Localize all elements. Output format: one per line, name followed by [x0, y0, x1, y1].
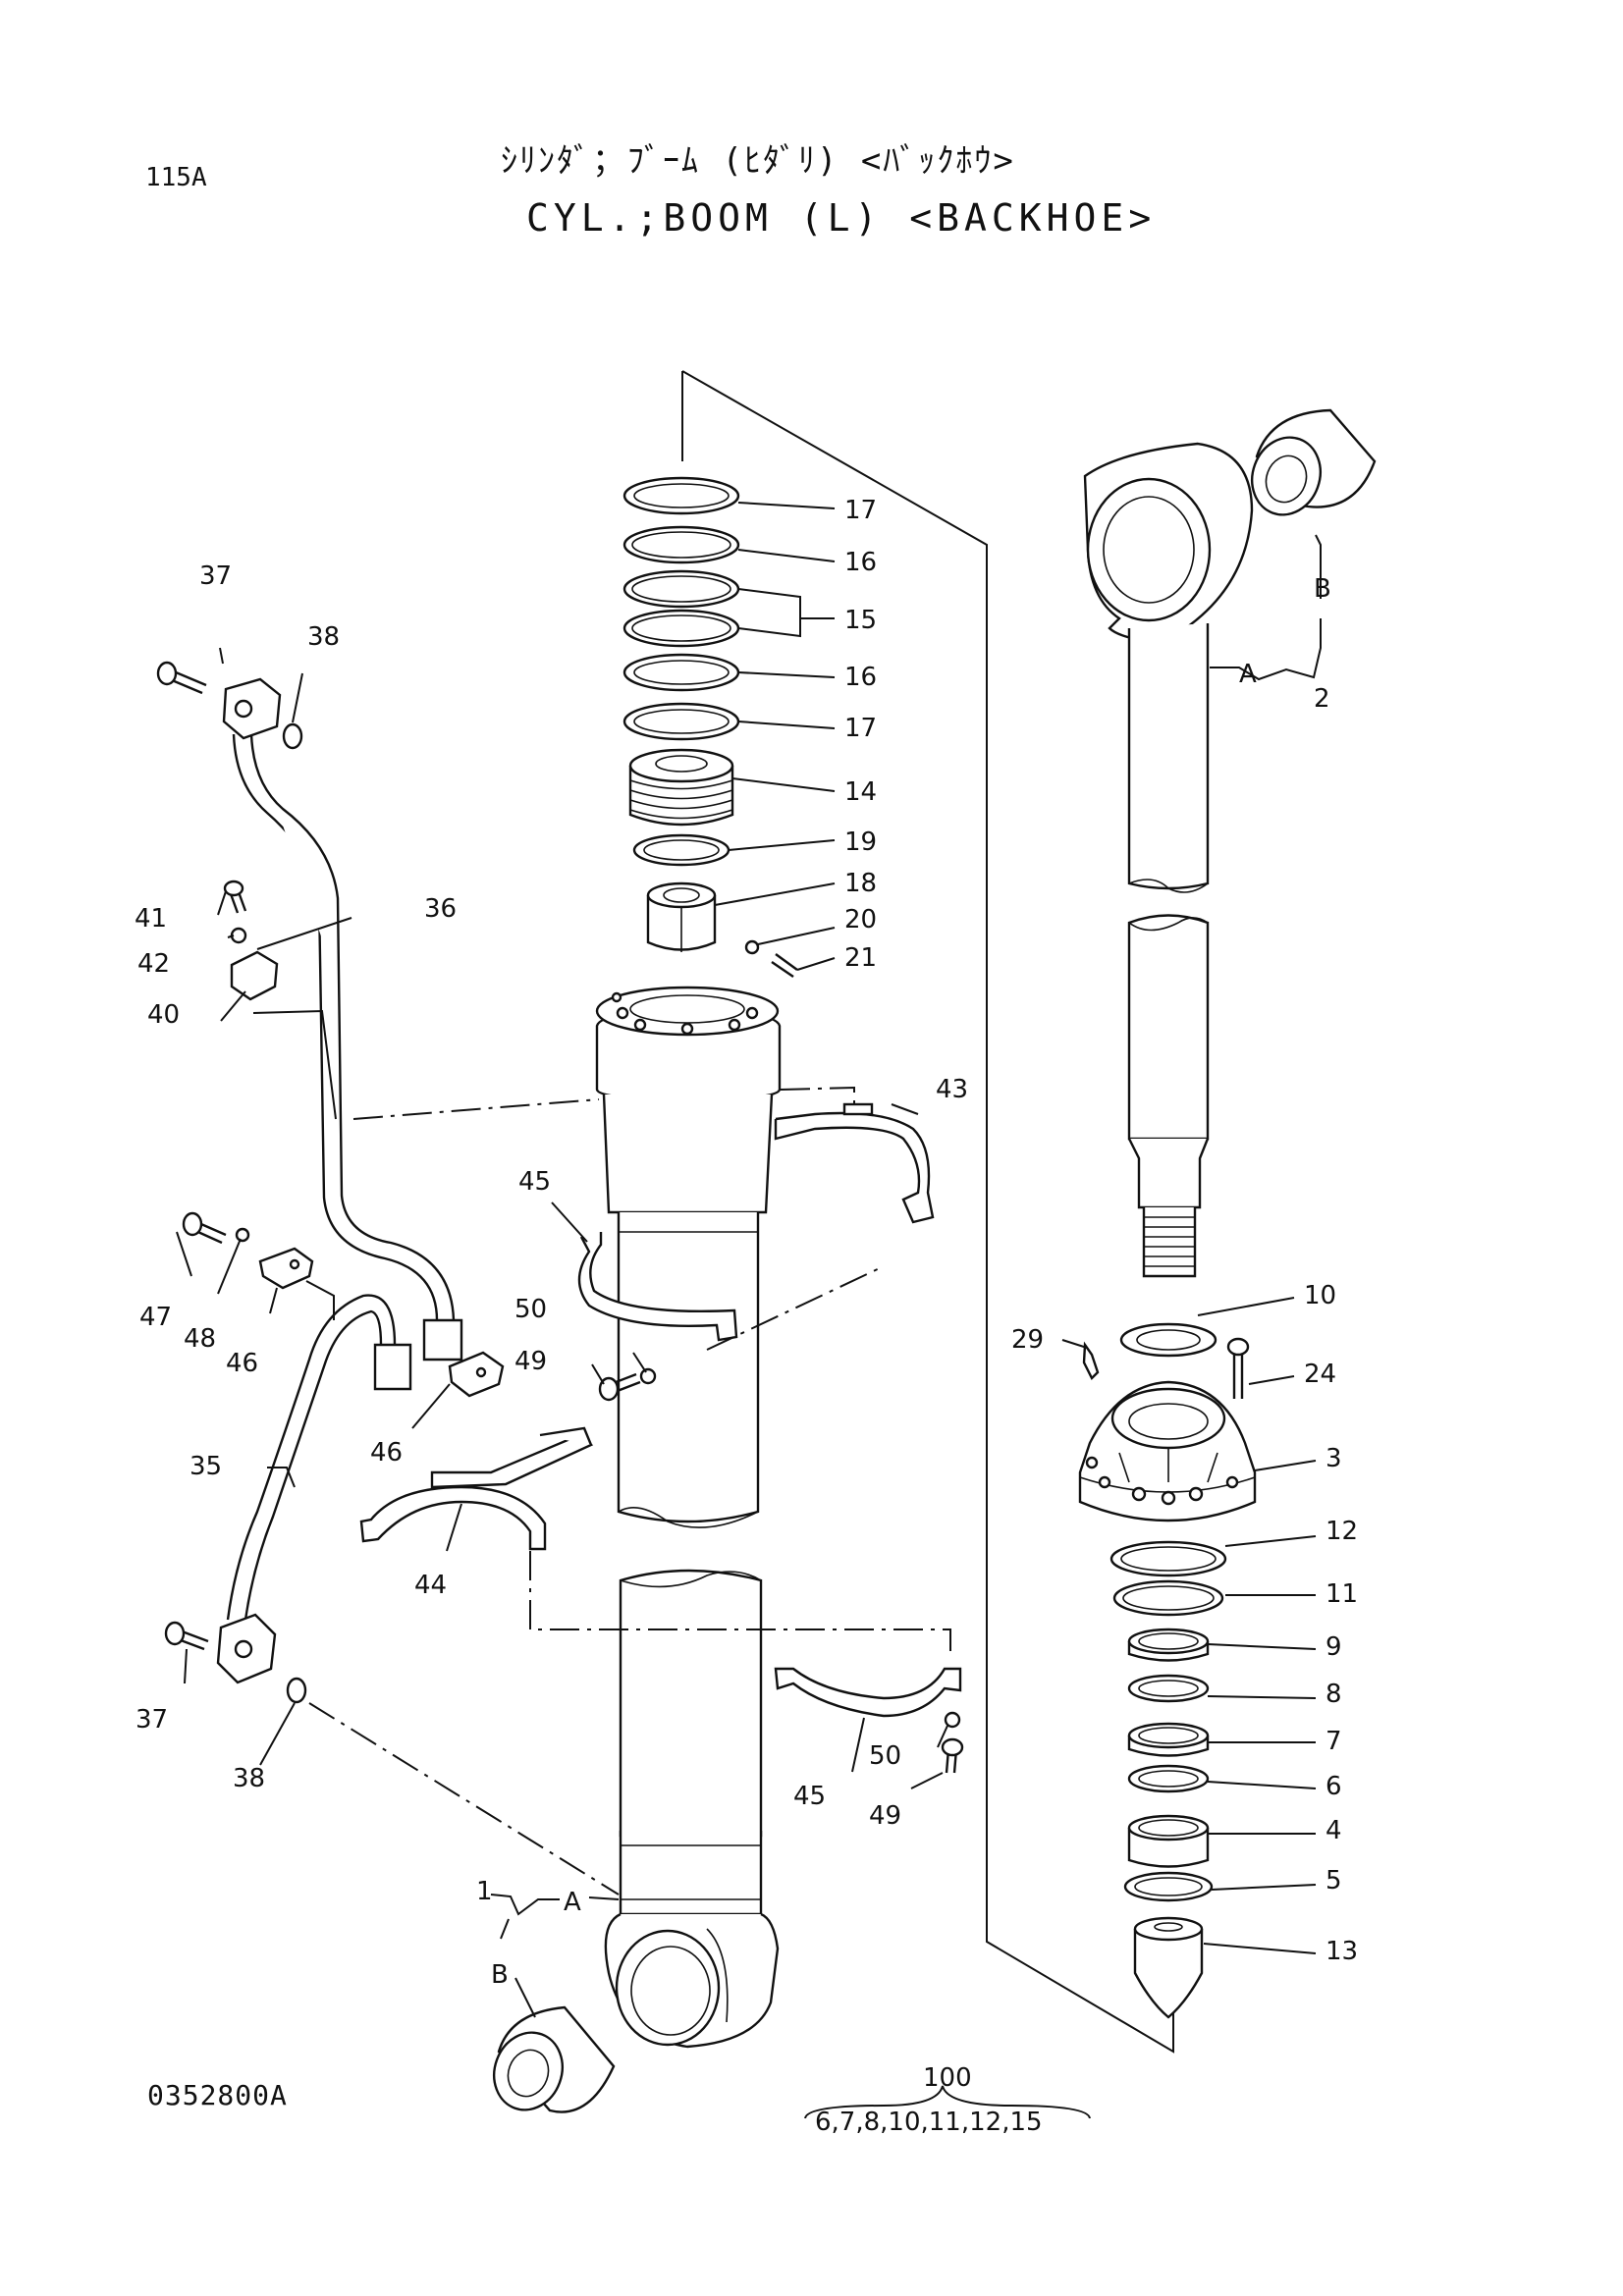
hose-clamp-46-upper: [258, 1247, 314, 1290]
callout-rod-b: B: [1314, 574, 1331, 604]
callout-13: 13: [1325, 1937, 1358, 1966]
bushing-b-rod: [1251, 408, 1377, 516]
callout-tube-a: A: [564, 1888, 581, 1917]
piston-seal-stack: [622, 476, 798, 978]
callout-40: 40: [147, 1000, 180, 1030]
bushing-b-tube: [493, 2005, 616, 2113]
callout-4: 4: [1325, 1816, 1342, 1845]
clamp-45-upper: [577, 1232, 738, 1342]
callout-9: 9: [1325, 1632, 1342, 1662]
callout-7: 7: [1325, 1727, 1342, 1756]
callout-49: 49: [514, 1347, 547, 1376]
callout-8: 8: [1325, 1680, 1342, 1709]
callout-rod-a: A: [1239, 660, 1257, 689]
callout-29: 29: [1011, 1325, 1044, 1355]
callout-5: 5: [1325, 1866, 1342, 1896]
callout-1: 1: [476, 1877, 493, 1906]
rod-seal-stack: [1078, 1322, 1257, 2019]
pipe-35: [216, 1294, 412, 1684]
callout-50: 50: [869, 1741, 901, 1771]
callout-17: 17: [844, 714, 877, 743]
callout-37: 37: [199, 561, 232, 591]
callout-42: 42: [137, 949, 170, 979]
hose-clamp-40: [230, 950, 279, 1001]
callout-44: 44: [414, 1571, 447, 1600]
callout-15: 15: [844, 606, 877, 635]
callout-49: 49: [869, 1801, 901, 1831]
callout-20: 20: [844, 905, 877, 934]
callout-10: 10: [1304, 1281, 1336, 1310]
callout-11: 11: [1325, 1579, 1358, 1609]
callout-47: 47: [139, 1303, 172, 1332]
callout-43: 43: [936, 1075, 968, 1104]
leader-lines: [176, 502, 1322, 2018]
washer-50-lower: [944, 1711, 961, 1729]
clamp-44: [359, 1426, 594, 1551]
callout-21: 21: [844, 943, 877, 973]
part-callouts: 17 16 15 16 17 14 19 18 20 21 A B 2 10 2…: [135, 496, 1358, 2137]
callout-tube-b: B: [491, 1960, 509, 1990]
washer-42: [230, 927, 247, 944]
callout-41: 41: [135, 904, 167, 934]
callout-16: 16: [844, 548, 877, 577]
oring-38-lower: [286, 1677, 307, 1704]
kit-brace: [804, 2085, 1091, 2119]
title-japanese: ｼﾘﾝﾀﾞ；ﾌﾞｰﾑ (ﾋﾀﾞﾘ) <ﾊﾞｯｸﾎｳ>: [501, 141, 1015, 181]
piston-rod: [1083, 442, 1254, 1278]
callout-36: 36: [424, 894, 457, 924]
kit-contents: 6,7,8,10,11,12,15: [815, 2108, 1043, 2137]
callout-17: 17: [844, 496, 877, 525]
washer-48: [235, 1227, 250, 1243]
bolt-37-lower: [164, 1621, 209, 1651]
callout-50: 50: [514, 1295, 547, 1324]
bolt-41: [223, 880, 247, 914]
bolt-49-upper: [598, 1372, 641, 1402]
page-number: 115A: [145, 163, 207, 192]
callout-3: 3: [1325, 1444, 1342, 1473]
callout-6: 6: [1325, 1772, 1342, 1801]
callout-38: 38: [307, 622, 340, 652]
bolt-37-upper: [156, 661, 207, 695]
drawing-number: 0352800A: [147, 2079, 288, 2111]
callout-46: 46: [370, 1438, 403, 1468]
callout-12: 12: [1325, 1517, 1358, 1546]
callout-45: 45: [793, 1782, 826, 1811]
callout-24: 24: [1304, 1360, 1336, 1389]
bolt-49-lower: [941, 1737, 964, 1774]
kit-number: 100: [923, 2063, 972, 2093]
bolt-47: [182, 1211, 227, 1245]
callout-37: 37: [135, 1705, 168, 1735]
cylinder-tube: [595, 986, 782, 2049]
title-english: CYL.;BOOM (L) <BACKHOE>: [526, 196, 1157, 240]
callout-19: 19: [844, 828, 877, 857]
pipe-36: [222, 677, 463, 1362]
center-lines: [252, 1009, 951, 1896]
clamp-43: [774, 1102, 935, 1224]
callout-38: 38: [233, 1764, 265, 1793]
hose-clamp-46-lower: [448, 1351, 505, 1398]
clamp-45-lower: [774, 1667, 962, 1718]
callout-2: 2: [1314, 684, 1330, 714]
callout-35: 35: [189, 1452, 222, 1481]
callout-48: 48: [184, 1324, 216, 1354]
callout-16: 16: [844, 663, 877, 692]
callout-45: 45: [518, 1167, 551, 1197]
callout-18: 18: [844, 869, 877, 898]
callout-14: 14: [844, 777, 877, 807]
callout-46: 46: [226, 1349, 258, 1378]
oring-38-upper: [282, 722, 303, 750]
washer-50-upper: [639, 1367, 657, 1385]
